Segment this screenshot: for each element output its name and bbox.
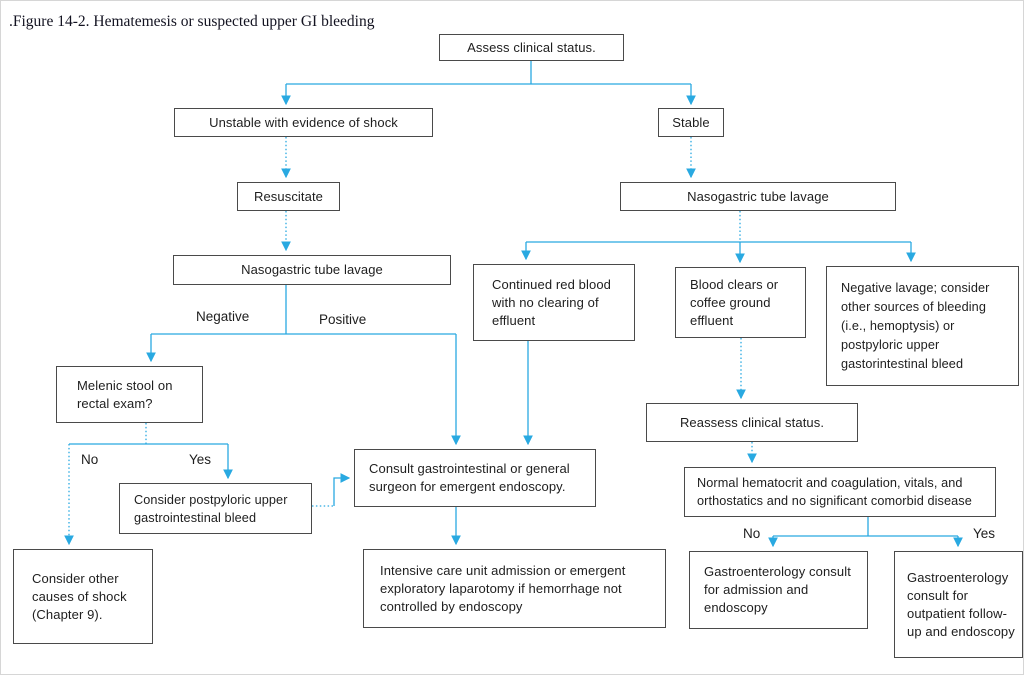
node-consider-postpyloric: Consider postpyloric upper gastrointesti… <box>119 483 312 534</box>
edge-label-yes-melenic: Yes <box>189 452 212 467</box>
node-melenic-stool: Melenic stool on rectal exam? <box>56 366 203 423</box>
node-normal-hematocrit: Normal hematocrit and coagulation, vital… <box>684 467 996 517</box>
node-gi-consult-admission: Gastroenterology consult for admission a… <box>689 551 868 629</box>
node-resuscitate: Resuscitate <box>237 182 340 211</box>
figure-title: .Figure 14-2. Hematemesis or suspected u… <box>9 13 375 30</box>
node-unstable-shock: Unstable with evidence of shock <box>174 108 433 137</box>
connector-postpyloric-consult <box>333 473 351 506</box>
node-blood-clears: Blood clears or coffee ground effluent <box>675 267 806 338</box>
node-consider-other-shock: Consider other causes of shock (Chapter … <box>13 549 153 644</box>
edge-label-no-normal: No <box>743 526 761 541</box>
edge-label-yes-normal: Yes <box>973 526 996 541</box>
node-stable: Stable <box>658 108 724 137</box>
node-gi-consult-outpatient: Gastroenterology consult for outpatient … <box>894 551 1023 658</box>
node-assess-clinical-status: Assess clinical status. <box>439 34 624 61</box>
edge-label-no-melenic: No <box>81 452 99 467</box>
node-consult-gi-surgeon: Consult gastrointestinal or general surg… <box>354 449 596 507</box>
edge-label-negative: Negative <box>196 309 250 324</box>
node-continued-red-blood: Continued red blood with no clearing of … <box>473 264 635 341</box>
node-nasogastric-lavage-right: Nasogastric tube lavage <box>620 182 896 211</box>
edge-label-positive: Positive <box>319 312 367 327</box>
node-nasogastric-lavage-left: Nasogastric tube lavage <box>173 255 451 285</box>
node-negative-lavage: Negative lavage; consider other sources … <box>826 266 1019 386</box>
node-icu-admission: Intensive care unit admission or emergen… <box>363 549 666 628</box>
node-reassess-clinical-status: Reassess clinical status. <box>646 403 858 442</box>
